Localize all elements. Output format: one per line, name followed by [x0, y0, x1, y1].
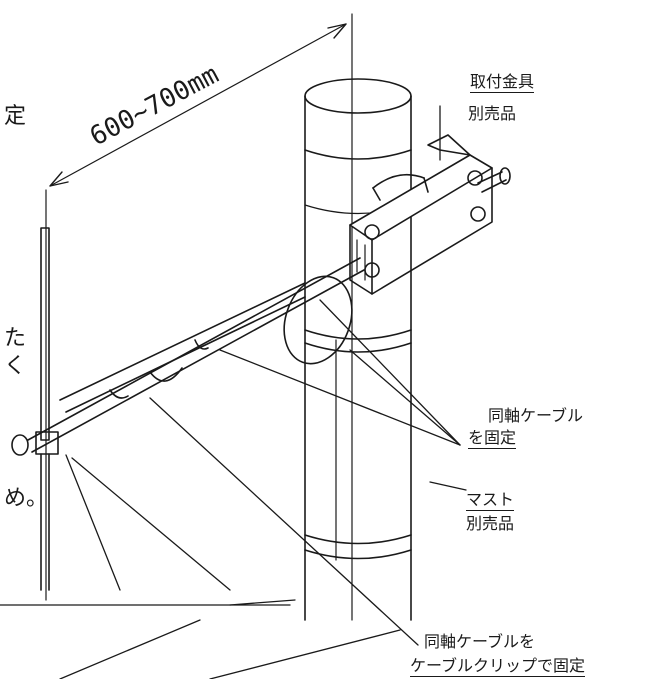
- edge-text-a: 定: [4, 104, 27, 129]
- antenna-element: [11, 227, 59, 591]
- edge-text-d: め。: [4, 486, 49, 511]
- mast-label: マスト: [466, 490, 515, 511]
- edge-text-c: く: [4, 354, 27, 379]
- cable-loop: [283, 275, 353, 365]
- mast-label-sub: 別売品: [466, 514, 515, 533]
- bracket-label-sub: 別売品: [468, 104, 517, 123]
- cable-clip-label: 同軸ケーブルを: [424, 632, 536, 651]
- antenna-boom: [27, 257, 365, 453]
- dimension-lines: [45, 13, 353, 621]
- bracket-label: 取付金具: [470, 72, 535, 93]
- leader-lines: [0, 105, 467, 680]
- coax-fix-label: 同軸ケーブル: [488, 406, 584, 425]
- dimension-label: 600~700mm: [85, 60, 223, 153]
- edge-text-b: た: [4, 326, 27, 351]
- mast: [304, 78, 412, 621]
- cable-clip-label-sub: ケーブルクリップで固定: [410, 656, 586, 677]
- mounting-bracket: [349, 134, 511, 295]
- coax-fix-label-sub: を固定: [468, 428, 517, 449]
